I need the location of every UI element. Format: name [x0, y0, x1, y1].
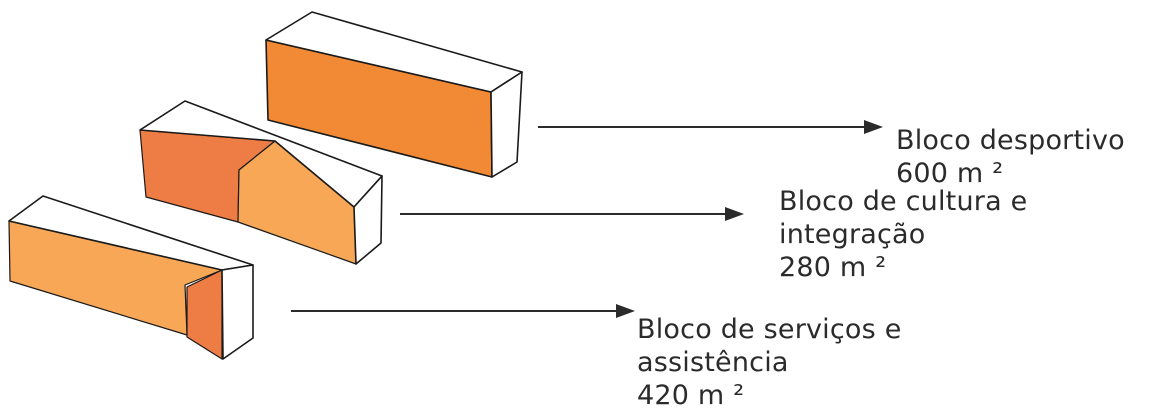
- label-desportivo-area: 600 m ²: [896, 158, 1004, 189]
- label-desportivo: Bloco desportivo 600 m ²: [896, 124, 1125, 190]
- arrow-desportivo-head: [864, 120, 883, 134]
- block-desportivo-end: [490, 71, 523, 178]
- arrow-servicos-head: [616, 304, 635, 318]
- label-desportivo-name: Bloco desportivo: [896, 125, 1125, 156]
- label-servicos-name-line2: assistência: [637, 347, 789, 378]
- label-cultura-name-line1: Bloco de cultura e: [779, 186, 1028, 217]
- label-servicos: Bloco de serviços e assistência 420 m ²: [637, 313, 902, 412]
- block-desportivo: [265, 11, 523, 178]
- label-cultura-area: 280 m ²: [779, 252, 887, 283]
- label-servicos-name-line1: Bloco de serviços e: [637, 314, 902, 345]
- arrow-cultura: [400, 207, 744, 221]
- block-cultura: [139, 100, 383, 265]
- label-cultura-name-line2: integração: [779, 219, 926, 250]
- block-servicos-end: [221, 264, 254, 360]
- arrow-servicos: [291, 304, 635, 318]
- block-servicos-front-dark: [186, 269, 223, 360]
- block-servicos: [8, 195, 254, 360]
- arrow-desportivo: [538, 120, 883, 134]
- arrow-cultura-head: [725, 207, 744, 221]
- label-servicos-area: 420 m ²: [637, 380, 745, 411]
- block-cultura-end: [353, 175, 383, 265]
- label-cultura: Bloco de cultura e integração 280 m ²: [779, 185, 1027, 284]
